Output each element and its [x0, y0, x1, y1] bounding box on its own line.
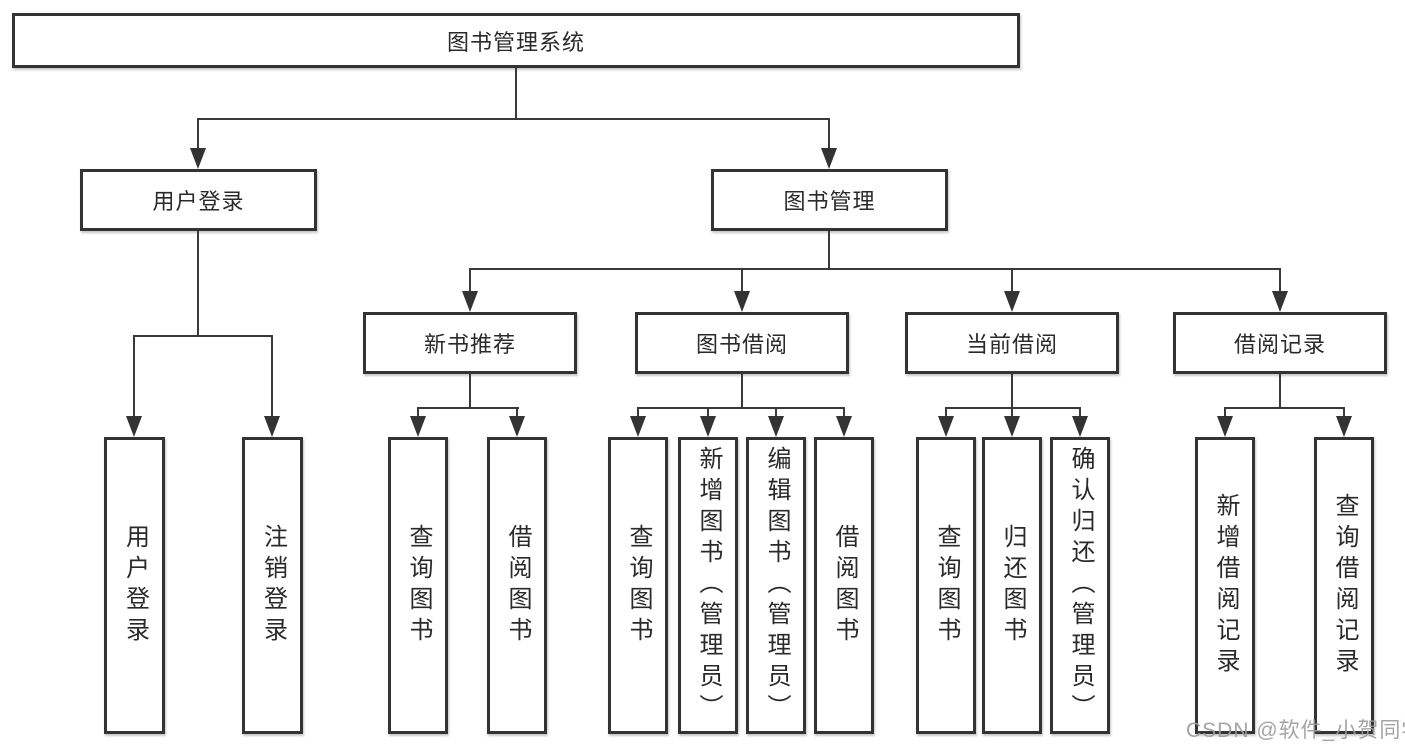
leaf-label: 查询图书 — [625, 523, 652, 648]
connector-to-user-login — [197, 118, 199, 158]
leaf-edit-books-admin: 编辑图书（管理员） — [746, 437, 806, 734]
node-label: 图书借阅 — [695, 332, 788, 357]
connector-bus — [945, 407, 1081, 409]
leaf-label: 编辑图书（管理员） — [763, 446, 790, 725]
arrowhead-icon — [462, 291, 478, 312]
arrowhead-icon — [700, 416, 716, 437]
node-current-borrow: 当前借阅 — [905, 312, 1119, 374]
leaf-label: 确认归还（管理员） — [1067, 446, 1094, 725]
leaf-logout: 注销登录 — [242, 437, 303, 734]
leaf-return-books: 归还图书 — [982, 437, 1042, 734]
connector-stem — [741, 374, 743, 409]
connector-level3-bus — [469, 268, 1281, 270]
arrowhead-icon — [768, 416, 784, 437]
connector-to-leaf — [271, 335, 273, 427]
arrowhead-icon — [938, 416, 954, 437]
connector-user-login-stem — [197, 231, 199, 337]
leaf-borrow-books-recommend: 借阅图书 — [487, 437, 547, 734]
arrowhead-icon — [1217, 416, 1233, 437]
leaf-query-books-current: 查询图书 — [916, 437, 976, 734]
leaf-add-books-admin: 新增图书（管理员） — [678, 437, 738, 734]
arrowhead-icon — [1072, 416, 1088, 437]
leaf-label: 注销登录 — [259, 523, 287, 648]
node-new-book-recommend: 新书推荐 — [363, 312, 577, 374]
leaf-add-borrow-record: 新增借阅记录 — [1195, 437, 1255, 734]
arrowhead-icon — [126, 416, 142, 437]
connector-root-stem — [515, 68, 517, 119]
leaf-label: 归还图书 — [999, 523, 1026, 648]
node-label: 新书推荐 — [423, 332, 516, 357]
connector-to-new-book — [469, 268, 471, 302]
arrowhead-icon — [821, 148, 837, 169]
connector-to-current-borrow — [1011, 268, 1013, 302]
node-book-management: 图书管理 — [711, 169, 948, 231]
leaf-label: 查询借阅记录 — [1331, 492, 1358, 679]
leaf-confirm-return-admin: 确认归还（管理员） — [1050, 437, 1110, 734]
leaf-query-books-borrow: 查询图书 — [608, 437, 668, 734]
arrowhead-icon — [410, 416, 426, 437]
leaf-label: 借阅图书 — [504, 523, 531, 648]
connector-to-borrow-record — [1279, 268, 1281, 302]
node-label: 用户登录 — [152, 189, 245, 214]
connector-to-book-management — [828, 118, 830, 158]
node-borrow-record: 借阅记录 — [1173, 312, 1387, 374]
node-label: 借阅记录 — [1233, 332, 1326, 357]
leaf-user-login: 用户登录 — [104, 437, 165, 734]
node-library-management-system: 图书管理系统 — [12, 13, 1020, 68]
connector-to-book-borrow — [741, 268, 743, 302]
csdn-watermark: CSDN @软件_小贺同学 — [1186, 719, 1405, 742]
connector-stem — [1279, 374, 1281, 409]
connector-bus — [417, 407, 519, 409]
leaf-borrow-books: 借阅图书 — [814, 437, 874, 734]
node-user-login: 用户登录 — [80, 169, 317, 231]
arrowhead-icon — [630, 416, 646, 437]
leaf-label: 用户登录 — [121, 523, 149, 648]
node-label: 图书管理系统 — [446, 29, 585, 55]
node-label: 当前借阅 — [965, 332, 1058, 357]
arrowhead-icon — [836, 416, 852, 437]
leaf-label: 新增图书（管理员） — [695, 446, 722, 725]
arrowhead-icon — [509, 416, 525, 437]
arrowhead-icon — [1272, 291, 1288, 312]
arrowhead-icon — [1004, 416, 1020, 437]
arrowhead-icon — [734, 291, 750, 312]
connector-stem — [1011, 374, 1013, 409]
connector-bus — [637, 407, 845, 409]
arrowhead-icon — [1336, 416, 1352, 437]
arrowhead-icon — [264, 416, 280, 437]
connector-user-login-bus — [133, 335, 273, 337]
connector-level1-bus — [197, 118, 830, 120]
leaf-label: 新增借阅记录 — [1212, 492, 1239, 679]
leaf-label: 借阅图书 — [831, 523, 858, 648]
connector-bus — [1224, 407, 1344, 409]
leaf-query-books-recommend: 查询图书 — [388, 437, 448, 734]
connector-to-leaf — [133, 335, 135, 427]
leaf-label: 查询图书 — [933, 523, 960, 648]
connector-stem — [469, 374, 471, 409]
arrowhead-icon — [190, 148, 206, 169]
connector-book-management-stem — [828, 231, 830, 270]
arrowhead-icon — [1004, 291, 1020, 312]
node-label: 图书管理 — [783, 189, 876, 214]
leaf-label: 查询图书 — [405, 523, 432, 648]
node-book-borrow: 图书借阅 — [635, 312, 849, 374]
leaf-query-borrow-record: 查询借阅记录 — [1314, 437, 1374, 734]
